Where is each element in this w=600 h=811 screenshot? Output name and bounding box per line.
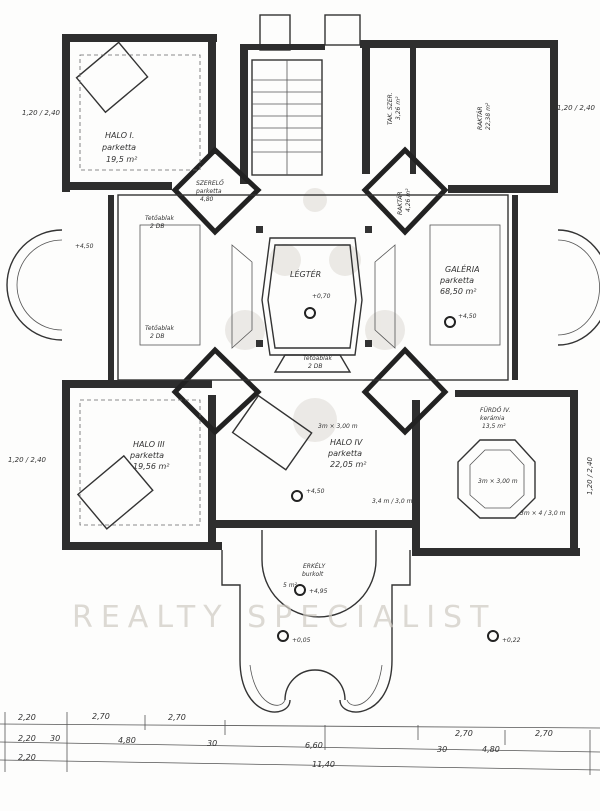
level-2: +4,95 (309, 588, 328, 595)
erkely-floor: burkolt (302, 571, 324, 578)
dim-r1-0: 2,20 (18, 713, 36, 722)
halo4-area: 22,05 m² (330, 460, 367, 469)
skylight-2-name: Tetőablak (145, 325, 174, 332)
szerelo-floor: parketta (195, 188, 222, 195)
halo4-floor: parketta (327, 449, 362, 458)
dim-r2-2: 4,80 (118, 736, 136, 745)
furdo-name: FÜRDŐ IV. (480, 407, 510, 414)
halo3-floor: parketta (129, 451, 164, 460)
diamond-rooms (171, 146, 449, 436)
halo1-floor: parketta (101, 143, 136, 152)
staircase (251, 59, 323, 176)
raktar-small-area: 4,26 m² (405, 188, 412, 212)
window-bath: 1,20 / 2,40 (586, 456, 594, 495)
level-5: +4,50 (458, 313, 477, 320)
window-halo3: 1,20 / 2,40 (8, 456, 47, 464)
bay-windows (6, 229, 600, 346)
dimension-lines: 2,20 2,70 2,70 2,70 2,70 2,20 30 4,80 30… (0, 712, 600, 775)
dim-r1-3: 2,70 (455, 729, 473, 738)
note-tub: 3m × 3,00 m (478, 478, 518, 485)
galeria-name: GALÉRIA (445, 263, 480, 274)
furdo-floor: kerámia (480, 415, 505, 422)
dim-r3-0: 2,20 (18, 753, 36, 762)
furdo-area: 13,5 m² (482, 423, 506, 430)
skylight-1-note: 2 DB (150, 223, 164, 230)
legter-name: LÉGTÉR (290, 268, 321, 279)
raktar-big-area: 22,38 m² (485, 102, 492, 130)
erkely-name: ERKÉLY (303, 562, 326, 570)
dim-r1-4: 2,70 (535, 729, 553, 738)
room-labels: HALO I. parketta 19,5 m² SZERELŐ parkett… (101, 92, 566, 589)
erkely-area: 5 m² (283, 582, 298, 589)
dim-r2-5: 30 (437, 745, 447, 754)
dim-r2-0: 2,20 (18, 734, 36, 743)
level-4: +0,22 (502, 637, 521, 644)
dim-r2-4: 6,60 (305, 741, 323, 750)
szerelo-name: SZERELŐ (196, 180, 224, 187)
dim-r2-6: 4,80 (482, 745, 500, 754)
halo3-name: HALO III (133, 440, 165, 449)
skylight-3-note: 2 DB (308, 363, 322, 370)
watermark-text: REALTY SPECIALIST (72, 600, 496, 635)
legter-level: +0,70 (312, 293, 331, 300)
szerelo-area: 4,80 (200, 196, 214, 203)
galeria-floor: parketta (439, 276, 474, 285)
window-marks: 1,20 / 2,40 1,20 / 2,40 1,20 / 2,40 1,20… (8, 104, 596, 495)
halo4-name: HALO IV (330, 438, 363, 447)
dim-r2-3: 30 (207, 739, 217, 748)
dim-r1-1: 2,70 (92, 712, 110, 721)
halo1-area: 19,5 m² (106, 155, 138, 164)
walls (62, 34, 580, 556)
window-left: 1,20 / 2,40 (22, 109, 61, 117)
watermark-logo (225, 188, 405, 442)
galeria-area: 68,50 m² (440, 287, 477, 296)
level-3: +0,05 (292, 637, 311, 644)
halo3-area: 19,56 m² (133, 462, 170, 471)
level-markers: +4,50 +4,95 +0,05 +0,22 +4,50 +4,50 (75, 243, 521, 644)
skylight-3-name: Tetőablak (303, 355, 332, 362)
note-shower: 3m × 4 / 3,0 m (520, 510, 566, 517)
tak-szer-name: TAK. SZER. (387, 92, 394, 125)
level-6: +4,50 (75, 243, 94, 250)
level-1: +4,50 (306, 488, 325, 495)
dim-r2-1: 30 (50, 734, 60, 743)
raktar-big-name: RAKTÁR (477, 106, 484, 130)
note-bed2: 3,4 m / 3,0 m (372, 498, 413, 505)
entrance (221, 530, 411, 713)
tak-szer-area: 3,26 m² (395, 96, 402, 120)
skylight-1-name: Tetőablak (145, 215, 174, 222)
note-bed1: 3m × 3,00 m (318, 423, 358, 430)
window-right: 1,20 / 2,40 (557, 104, 596, 112)
dim-r1-2: 2,70 (168, 713, 186, 722)
furniture (75, 41, 536, 530)
halo1-name: HALO I. (105, 131, 134, 140)
skylight-2-note: 2 DB (150, 333, 164, 340)
dim-r3-1: 11,40 (312, 760, 335, 769)
raktar-small-name: RAKTÁR (397, 191, 404, 215)
central-hall (117, 194, 509, 381)
